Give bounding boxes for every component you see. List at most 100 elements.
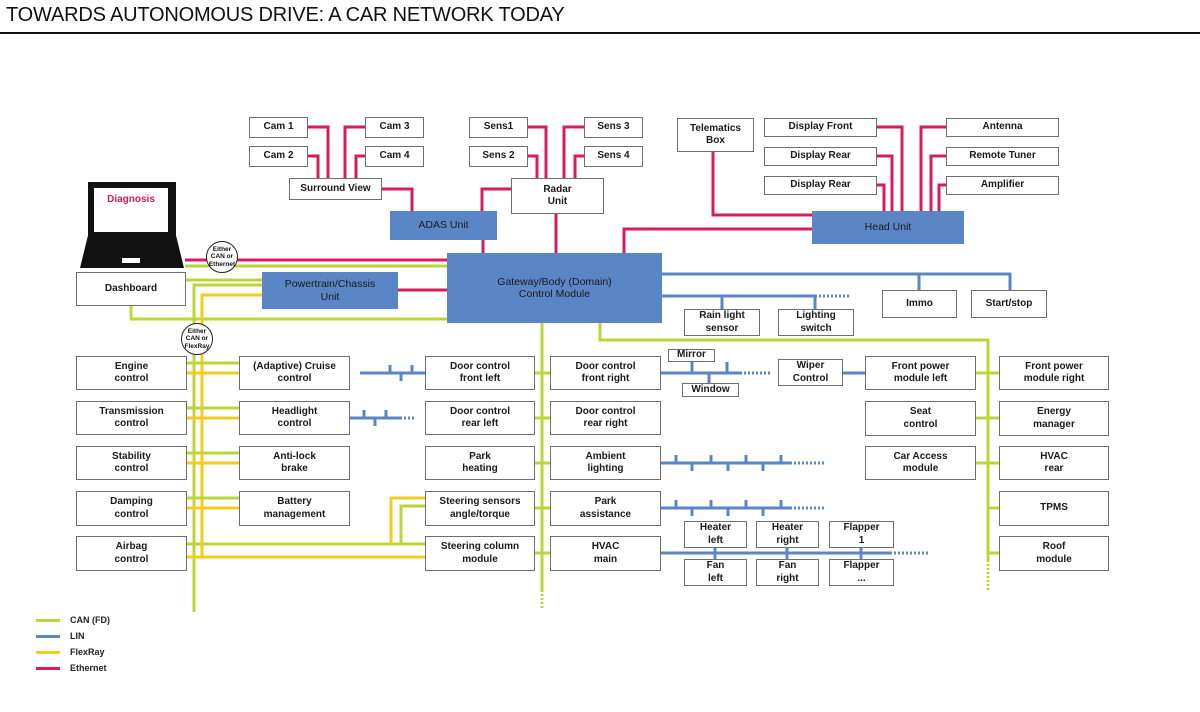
node-energy-manager[interactable]: Energy manager xyxy=(999,401,1109,436)
node-door-control-front-left[interactable]: Door control front left xyxy=(425,356,535,390)
node-steering-column-module[interactable]: Steering column module xyxy=(425,536,535,571)
ethernet-display-rear2 xyxy=(877,183,886,211)
node-sens-1[interactable]: Sens1 xyxy=(469,117,528,138)
node-park-heating[interactable]: Park heating xyxy=(425,446,535,480)
bubble-can-or-flexray: Either CAN or FlexRay xyxy=(181,323,213,355)
legend-item-flexray: FlexRay xyxy=(36,644,110,660)
node-fan-right[interactable]: Fan right xyxy=(756,559,819,586)
node-immo[interactable]: Immo xyxy=(882,290,957,318)
node-front-power-module-left[interactable]: Front power module left xyxy=(865,356,976,390)
ethernet-sens3 xyxy=(562,125,584,178)
ethernet-radar-adas xyxy=(480,187,511,211)
node-door-control-rear-left[interactable]: Door control rear left xyxy=(425,401,535,435)
node-tpms[interactable]: TPMS xyxy=(999,491,1109,526)
node-steering-sensors[interactable]: Steering sensors angle/torque xyxy=(425,491,535,526)
ethernet-cam1 xyxy=(308,125,330,178)
ethernet-display-rear1 xyxy=(877,154,894,211)
legend-label: CAN (FD) xyxy=(70,615,110,625)
legend-item-ethernet: Ethernet xyxy=(36,660,110,676)
node-stability-control[interactable]: Stability control xyxy=(76,446,187,480)
node-wiper-control[interactable]: Wiper Control xyxy=(778,359,843,386)
node-cam-3[interactable]: Cam 3 xyxy=(365,117,424,138)
node-heater-right[interactable]: Heater right xyxy=(756,521,819,548)
diagnosis-label: Diagnosis xyxy=(107,194,155,205)
ethernet-sens4 xyxy=(573,154,584,178)
node-gateway-control-module[interactable]: Gateway/Body (Domain) Control Module xyxy=(447,253,662,323)
node-window[interactable]: Window xyxy=(682,383,739,397)
node-door-control-front-right[interactable]: Door control front right xyxy=(550,356,661,390)
node-remote-tuner[interactable]: Remote Tuner xyxy=(946,147,1059,166)
node-display-rear-2[interactable]: Display Rear xyxy=(764,176,877,195)
diagnosis-laptop[interactable]: Diagnosis xyxy=(80,182,184,270)
node-damping-control[interactable]: Damping control xyxy=(76,491,187,526)
node-telematics-box[interactable]: Telematics Box xyxy=(677,118,754,152)
legend: CAN (FD) LIN FlexRay Ethernet xyxy=(36,612,110,676)
ethernet-tuner xyxy=(929,154,946,211)
node-sens-4[interactable]: Sens 4 xyxy=(584,146,643,167)
legend-item-lin: LIN xyxy=(36,628,110,644)
node-start-stop[interactable]: Start/stop xyxy=(971,290,1047,318)
node-hvac-main[interactable]: HVAC main xyxy=(550,536,661,571)
node-engine-control[interactable]: Engine control xyxy=(76,356,187,390)
node-amplifier[interactable]: Amplifier xyxy=(946,176,1059,195)
node-head-unit[interactable]: Head Unit xyxy=(812,211,964,244)
node-sens-3[interactable]: Sens 3 xyxy=(584,117,643,138)
title-rule xyxy=(0,32,1200,34)
node-transmission-control[interactable]: Transmission control xyxy=(76,401,187,435)
node-display-front[interactable]: Display Front xyxy=(764,118,877,137)
can-chassis-backbone xyxy=(192,283,262,612)
node-dashboard[interactable]: Dashboard xyxy=(76,272,186,306)
node-adas-unit[interactable]: ADAS Unit xyxy=(390,211,497,240)
node-hvac-rear[interactable]: HVAC rear xyxy=(999,446,1109,480)
node-battery-management[interactable]: Battery management xyxy=(239,491,350,526)
ethernet-amplifier xyxy=(937,183,946,211)
node-roof-module[interactable]: Roof module xyxy=(999,536,1109,571)
node-rain-light-sensor[interactable]: Rain light sensor xyxy=(684,309,760,336)
node-park-assistance[interactable]: Park assistance xyxy=(550,491,661,526)
node-fan-left[interactable]: Fan left xyxy=(684,559,747,586)
node-mirror[interactable]: Mirror xyxy=(668,349,715,362)
can-right-backbone xyxy=(598,323,990,560)
node-door-control-rear-right[interactable]: Door control rear right xyxy=(550,401,661,435)
node-airbag-control[interactable]: Airbag control xyxy=(76,536,187,571)
node-flapper-1[interactable]: Flapper 1 xyxy=(829,521,894,548)
node-front-power-module-right[interactable]: Front power module right xyxy=(999,356,1109,390)
node-headlight-control[interactable]: Headlight control xyxy=(239,401,350,435)
legend-swatch-lin xyxy=(36,634,60,638)
flexray-chassis-backbone xyxy=(200,293,262,558)
ethernet-antenna xyxy=(919,125,946,211)
legend-swatch-ethernet xyxy=(36,666,60,670)
node-powertrain-chassis-unit[interactable]: Powertrain/Chassis Unit xyxy=(262,272,398,309)
node-flapper-more[interactable]: Flapper ... xyxy=(829,559,894,586)
ethernet-head-gateway xyxy=(622,227,812,253)
ethernet-sens1 xyxy=(528,125,548,178)
laptop-icon: Diagnosis xyxy=(88,182,176,242)
ethernet-cam2 xyxy=(308,154,320,178)
ethernet-cam3 xyxy=(343,125,365,178)
node-lighting-switch[interactable]: Lighting switch xyxy=(778,309,854,336)
ethernet-sens2 xyxy=(528,154,539,178)
node-cam-4[interactable]: Cam 4 xyxy=(365,146,424,167)
node-seat-control[interactable]: Seat control xyxy=(865,401,976,436)
ethernet-display-front xyxy=(877,125,904,211)
page-title: TOWARDS AUTONOMOUS DRIVE: A CAR NETWORK … xyxy=(6,4,565,26)
node-surround-view[interactable]: Surround View xyxy=(289,178,382,200)
ethernet-surround-adas xyxy=(382,187,414,211)
node-ambient-lighting[interactable]: Ambient lighting xyxy=(550,446,661,480)
lin-gateway-startstop xyxy=(662,272,1012,290)
legend-label: Ethernet xyxy=(70,663,107,673)
legend-swatch-flexray xyxy=(36,650,60,654)
laptop-trackpad xyxy=(122,258,140,263)
node-cam-2[interactable]: Cam 2 xyxy=(249,146,308,167)
legend-swatch-can xyxy=(36,618,60,622)
node-antenna[interactable]: Antenna xyxy=(946,118,1059,137)
node-radar-unit[interactable]: Radar Unit xyxy=(511,178,604,214)
node-sens-2[interactable]: Sens 2 xyxy=(469,146,528,167)
node-car-access-module[interactable]: Car Access module xyxy=(865,446,976,480)
node-cam-1[interactable]: Cam 1 xyxy=(249,117,308,138)
node-anti-lock-brake[interactable]: Anti-lock brake xyxy=(239,446,350,480)
node-adaptive-cruise-control[interactable]: (Adaptive) Cruise control xyxy=(239,356,350,390)
node-display-rear-1[interactable]: Display Rear xyxy=(764,147,877,166)
node-heater-left[interactable]: Heater left xyxy=(684,521,747,548)
